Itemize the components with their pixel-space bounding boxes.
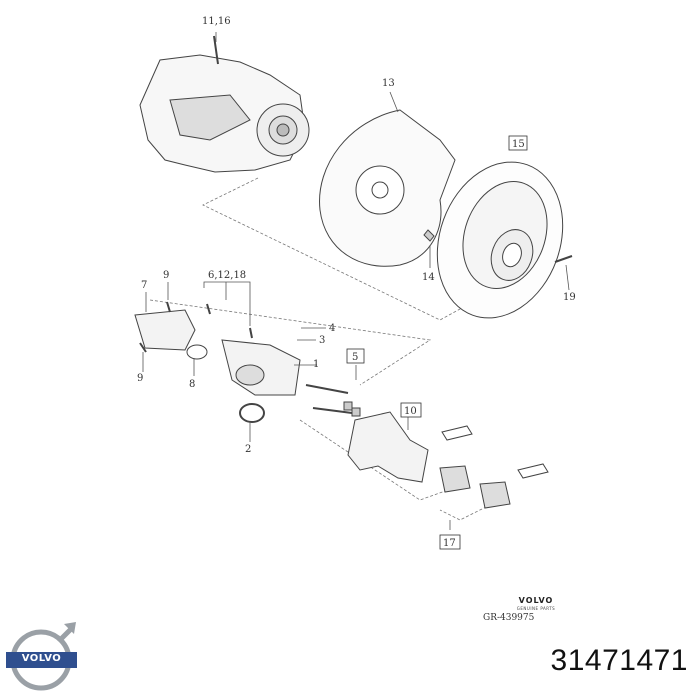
label-2: 2 (245, 444, 251, 455)
dashed-guides (149, 177, 501, 521)
label-13: 13 (382, 78, 395, 89)
leader-lines (142, 32, 570, 530)
label-11-16: 11,16 (202, 16, 231, 27)
label-19: 19 (563, 292, 576, 303)
wheel-hub-knuckle (139, 35, 310, 173)
label-17: 17 (443, 538, 456, 549)
label-8: 8 (189, 379, 195, 390)
label-3: 3 (319, 335, 325, 346)
label-5: 5 (352, 352, 358, 363)
diagram-reference-code: GR-439975 (483, 613, 535, 623)
label-7: 7 (141, 280, 147, 291)
caliper-carrier-and-pads (347, 411, 549, 509)
part-number: 31471471 (550, 644, 688, 677)
label-boxes (346, 135, 528, 550)
brand-caption: VOLVO (518, 596, 554, 605)
label-10: 10 (404, 406, 417, 417)
brake-splash-shield (319, 109, 456, 267)
label-1: 1 (313, 359, 319, 370)
label-9-top: 9 (163, 270, 169, 281)
label-9-bottom: 9 (137, 373, 143, 384)
volvo-logo (6, 622, 77, 691)
label-14: 14 (422, 272, 435, 283)
label-15: 15 (512, 139, 525, 150)
brake-caliper (134, 301, 361, 423)
brand-subcaption: GENUINE PARTS (516, 606, 556, 611)
label-4: 4 (329, 323, 335, 334)
label-6-12-18: 6,12,18 (208, 270, 246, 281)
logo-wordmark: VOLVO (21, 653, 62, 664)
brake-disc (436, 161, 573, 319)
